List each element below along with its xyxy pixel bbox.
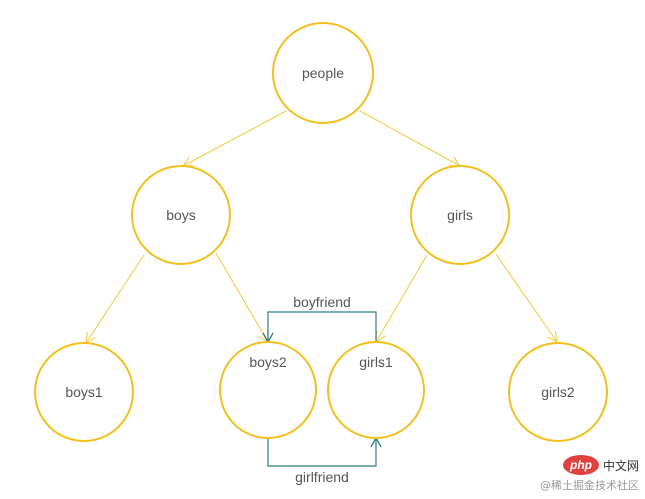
node-boys2: boys2 bbox=[219, 341, 317, 439]
node-boys1: boys1 bbox=[34, 342, 134, 442]
watermark-site: 中文网 bbox=[602, 458, 639, 473]
watermark-logo-text: php bbox=[569, 458, 592, 472]
node-girls2: girls2 bbox=[508, 342, 608, 442]
php-logo-icon: php bbox=[562, 455, 599, 475]
node-people-label: people bbox=[302, 65, 344, 81]
node-girls1-label: girls1 bbox=[359, 354, 393, 370]
node-girls2-label: girls2 bbox=[541, 384, 575, 400]
node-boys: boys bbox=[131, 165, 231, 265]
node-girls-label: girls bbox=[447, 207, 473, 223]
watermark-credit: @稀土掘金技术社区 bbox=[540, 479, 639, 492]
node-girls1: girls1 bbox=[327, 341, 425, 439]
node-boys2-label: boys2 bbox=[249, 354, 287, 370]
node-people: people bbox=[272, 22, 374, 124]
edge-boyfriend bbox=[262, 311, 377, 344]
edge-boys-boys1 bbox=[86, 254, 145, 343]
node-girls: girls bbox=[410, 165, 510, 265]
edge-girlfriend bbox=[267, 436, 382, 467]
edge-boys-boys2 bbox=[215, 252, 268, 342]
watermark-top: php 中文网 bbox=[562, 455, 639, 475]
label-girlfriend: girlfriend bbox=[295, 469, 349, 485]
edge-people-boys bbox=[183, 110, 287, 166]
edge-girls-girls1 bbox=[376, 254, 428, 342]
edge-people-girls bbox=[359, 110, 460, 166]
node-boys1-label: boys1 bbox=[65, 384, 103, 400]
edge-girls-girls2 bbox=[495, 253, 557, 342]
label-boyfriend: boyfriend bbox=[293, 294, 351, 310]
node-boys-label: boys bbox=[166, 207, 196, 223]
watermark: php 中文网 @稀土掘金技术社区 bbox=[540, 455, 639, 493]
